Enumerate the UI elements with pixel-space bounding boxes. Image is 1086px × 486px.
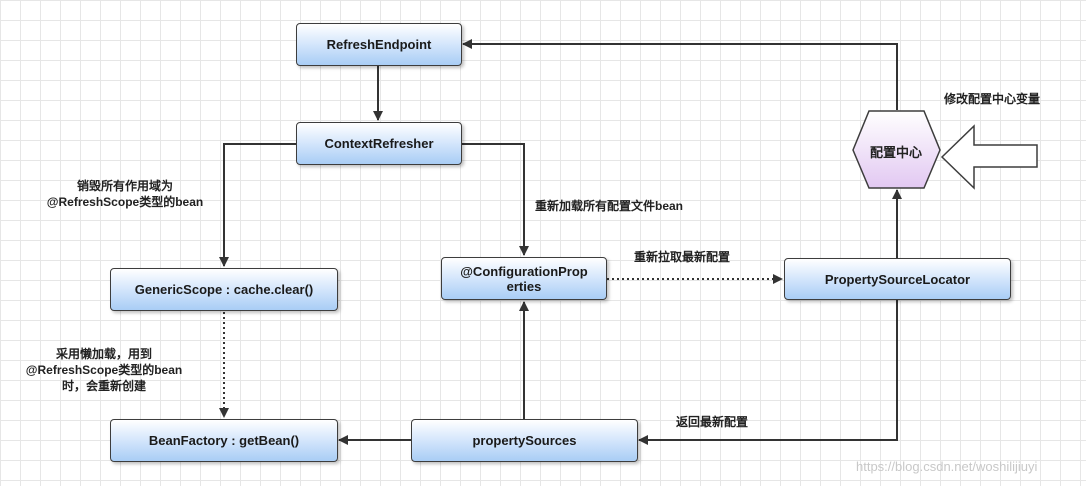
- modify-config-label: 修改配置中心变量: [944, 92, 1041, 106]
- pull-latest-label: 重新拉取最新配置: [634, 250, 731, 264]
- destroy-scope-label: 销毁所有作用域为 @RefreshScope类型的bean: [46, 179, 204, 209]
- bean-factory-node: BeanFactory : getBean(): [110, 419, 338, 462]
- modify-arrow-shape: [940, 124, 1038, 190]
- refresh-endpoint-node: RefreshEndpoint: [296, 23, 462, 66]
- arrow-locator-to-sources: [638, 300, 898, 445]
- arrow-refresher-to-scope: [219, 143, 297, 267]
- context-refresher-node: ContextRefresher: [296, 122, 462, 165]
- return-latest-label: 返回最新配置: [676, 415, 749, 429]
- reload-beans-label: 重新加载所有配置文件bean: [535, 199, 684, 213]
- property-sources-node: propertySources: [411, 419, 638, 462]
- lazy-load-label: 采用懒加载，用到 @RefreshScope类型的bean 时，会重新创建: [25, 347, 183, 393]
- arrow-config-to-endpoint: [462, 39, 898, 110]
- configuration-properties-node: @ConfigurationProp erties: [441, 257, 607, 300]
- generic-scope-node: GenericScope : cache.clear(): [110, 268, 338, 311]
- config-center-label: 配置中心: [870, 145, 923, 160]
- arrow-refresher-to-config-props: [461, 143, 529, 256]
- config-center-hexagon: [852, 110, 941, 189]
- watermark-text: https://blog.csdn.net/woshilijiuyi: [856, 459, 1038, 474]
- property-source-locator-node: PropertySourceLocator: [784, 258, 1011, 300]
